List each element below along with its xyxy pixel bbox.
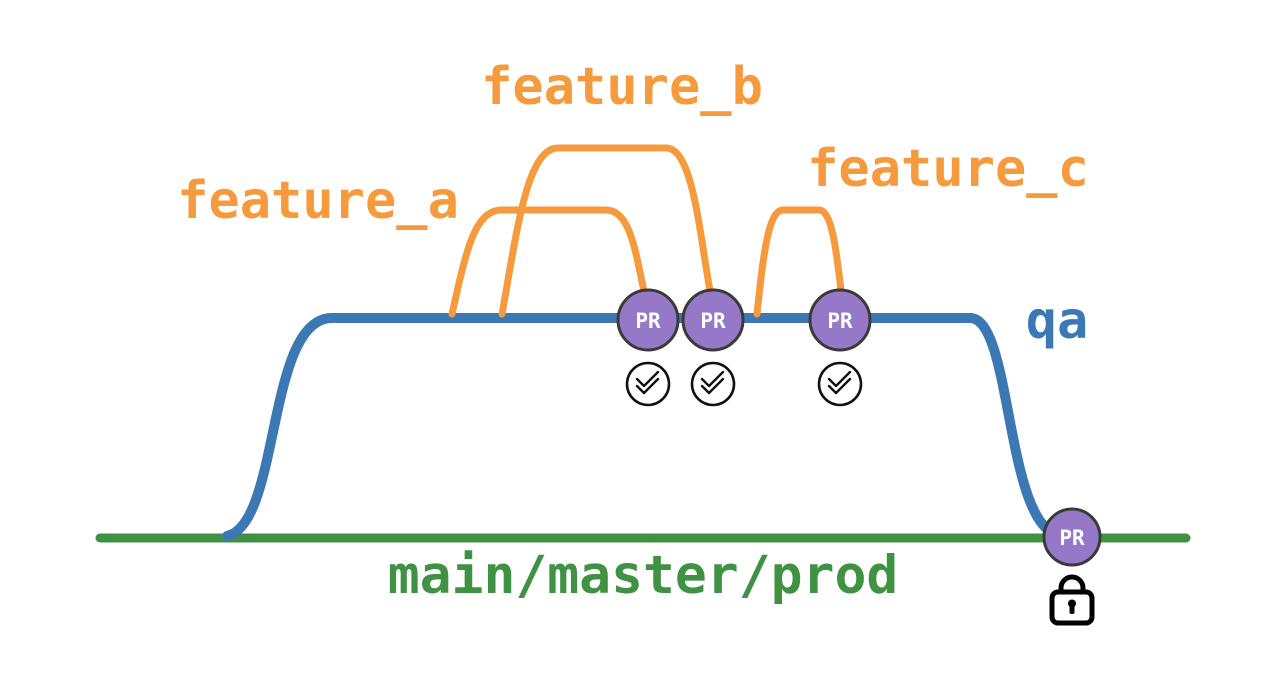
- feature-c-branch-label: feature_c: [807, 139, 1089, 199]
- pr-badge-circle: [808, 288, 872, 352]
- pr-badge-label: PR: [700, 309, 726, 333]
- check-badge-circle: [625, 361, 671, 407]
- pr-badge-circle: [681, 288, 745, 352]
- lock-icon: [1049, 574, 1095, 626]
- feature-b-branch-label: feature_b: [481, 57, 763, 117]
- double-check-badge-icon: [690, 361, 736, 407]
- double-check-badge-icon: [625, 361, 671, 407]
- pr-badge-feature-b: PR: [681, 288, 745, 352]
- double-check-mark: [635, 370, 660, 395]
- qa-branch-line: [222, 313, 1069, 541]
- qa-branch-label: qa: [1026, 291, 1089, 351]
- double-check-mark: [700, 370, 725, 395]
- lock-shackle: [1058, 574, 1086, 596]
- pr-badge-label: PR: [827, 309, 853, 333]
- feature-a-branch-label: feature_a: [177, 171, 459, 231]
- lock-keyhole-slot: [1069, 604, 1075, 614]
- pr-badge-label: PR: [1059, 526, 1085, 550]
- check-badge-circle: [817, 361, 863, 407]
- pr-badge-feature-c: PR: [808, 288, 872, 352]
- pr-badge-circle: [616, 288, 680, 352]
- main-branch-label: main/master/prod: [388, 545, 899, 606]
- feature-b-branch-line: [498, 144, 715, 318]
- feature-c-branch-line: [753, 206, 846, 318]
- pr-badge-feature-a: PR: [616, 288, 680, 352]
- pr-badge-qa-to-main: PR: [1042, 507, 1102, 567]
- check-badge-circle: [690, 361, 736, 407]
- double-check-mark: [827, 370, 852, 395]
- double-check-badge-icon: [817, 361, 863, 407]
- feature-a-branch-line: [448, 206, 650, 318]
- pr-badge-label: PR: [635, 309, 661, 333]
- pr-badge-circle: [1042, 507, 1102, 567]
